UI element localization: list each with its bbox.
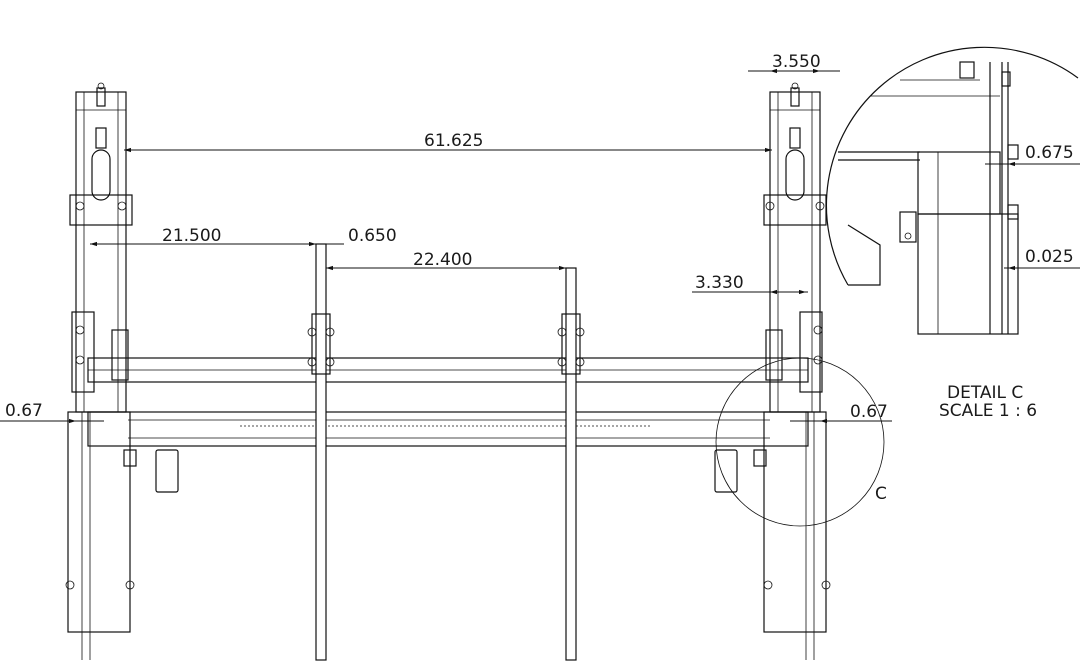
dim-upright-width: 3.550: [772, 52, 821, 72]
detail-title: DETAIL C: [947, 383, 1023, 403]
right-leg: [753, 411, 831, 660]
dim-right-clearance: 0.67: [850, 402, 888, 422]
dim-tine-spacing-center: 22.400: [413, 250, 472, 270]
detail-scale: SCALE 1 : 6: [939, 401, 1037, 421]
dim-offset-right: 3.330: [695, 273, 744, 293]
dim-left-clearance: 0.67: [5, 401, 43, 421]
dim-detail-gap: 0.025: [1025, 247, 1074, 267]
fork-tines: [307, 243, 585, 661]
detail-c-callout: C: [875, 484, 887, 504]
detail-c-circle: [715, 357, 885, 527]
dim-detail-plate: 0.675: [1025, 143, 1074, 163]
detail-c-view: 0.675 0.025 DETAIL C SCALE 1 : 6: [825, 46, 1080, 421]
left-leg: [65, 411, 137, 660]
dimensions: 61.625 21.500 0.650 22.400 3.330 3.550 0…: [0, 52, 892, 424]
dim-overall-width: 61.625: [424, 131, 483, 151]
dim-tine-spacing-left: 21.500: [162, 226, 221, 246]
dim-tine-thickness: 0.650: [348, 226, 397, 246]
carriage-bars: [87, 357, 809, 493]
left-upright: [69, 82, 133, 413]
main-view: C: [65, 82, 887, 661]
